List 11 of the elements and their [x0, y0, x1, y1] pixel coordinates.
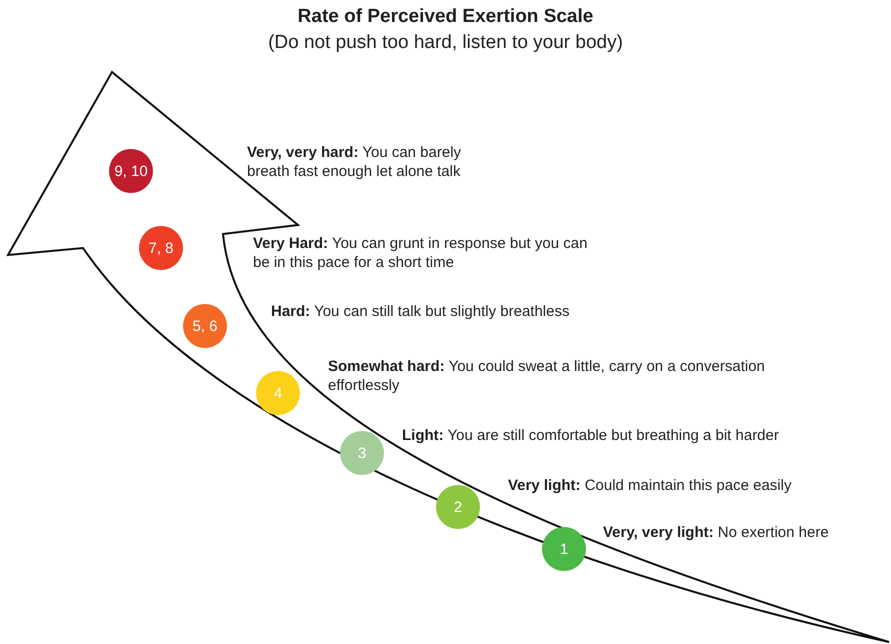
description-text: Light: You are still comfortable but breathing a bit harder: [402, 426, 780, 445]
rating-circle: 1: [542, 527, 586, 571]
description-text: Very Hard: You can grunt in response but you can be in this pace for a short time: [253, 234, 588, 272]
rating-circle: 2: [436, 485, 480, 529]
subtitle: (Do not push too hard, listen to your body): [267, 32, 624, 54]
title: Rate of Perceived Exertion Scale: [296, 6, 594, 28]
description-text: Hard: You can still talk but slightly breathless: [271, 302, 570, 321]
description-text: Very, very hard: You can barely breath fast enough let alone talk: [247, 143, 462, 181]
description-text: Very, very light: No exertion here: [603, 523, 830, 542]
description-text: Very light: Could maintain this pace easily: [508, 476, 792, 495]
description-text: Somewhat hard: You could sweat a little, carry on a conversation effortlessly: [328, 357, 766, 395]
